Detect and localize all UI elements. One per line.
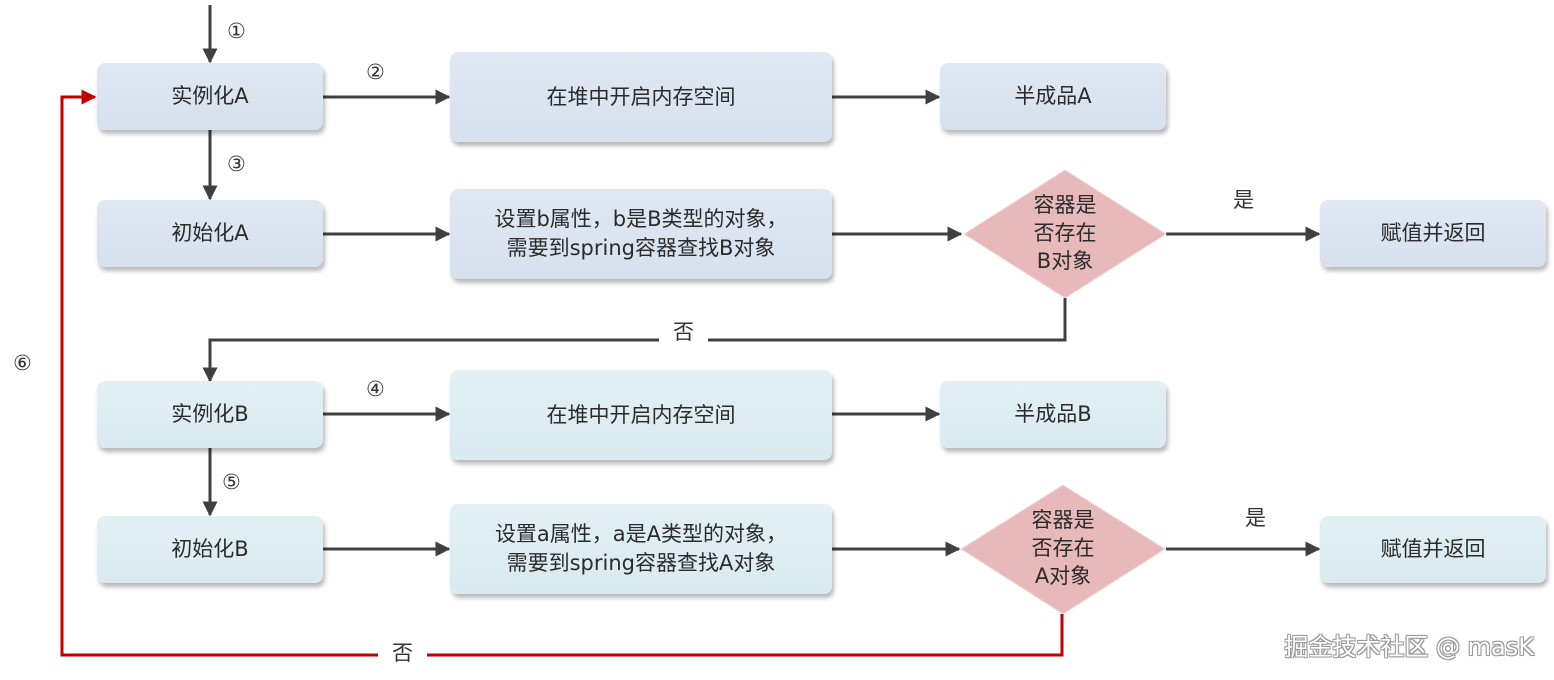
heap-b-box: 在堆中开启内存空间: [450, 370, 832, 460]
init-a-label: 初始化A: [171, 221, 249, 245]
set-b-property-text: 设置b属性，b是B类型的对象， 需要到spring容器查找B对象: [494, 205, 787, 263]
watermark: 掘金技术社区 @ masK: [1284, 633, 1534, 661]
half-b-label: 半成品B: [1014, 402, 1092, 426]
set-b-property-box: 设置b属性，b是B类型的对象， 需要到spring容器查找B对象: [450, 189, 832, 279]
init-a-box: 初始化A: [97, 200, 323, 267]
instantiate-b-label: 实例化B: [171, 402, 249, 426]
result-a-label: 赋值并返回: [1380, 221, 1486, 245]
set-a-property-line-2: 需要到spring容器查找A对象: [506, 551, 776, 575]
decision-b-line-1: 容器是: [1031, 508, 1095, 532]
result-b-box: 赋值并返回: [1320, 516, 1546, 583]
decision-a-no-label: 否: [659, 320, 708, 344]
step-2-label: ②: [366, 60, 385, 84]
step-3-label: ③: [227, 152, 246, 176]
decision-b-no-label: 否: [378, 641, 427, 665]
decision-a-line-3: B对象: [1036, 249, 1094, 273]
decision-b-label: 容器是 否存在 A对象: [1003, 506, 1123, 590]
arrow-decision-b-no-loop: [60, 89, 1064, 657]
decision-a-line-2: 否存在: [1033, 221, 1097, 245]
decision-b-line-3: A对象: [1034, 564, 1092, 588]
half-a-label: 半成品A: [1014, 84, 1092, 108]
step-6-label: ⑥: [13, 351, 32, 375]
half-b-box: 半成品B: [940, 381, 1166, 448]
instantiate-a-label: 实例化A: [171, 84, 249, 108]
decision-a-label: 容器是 否存在 B对象: [1005, 191, 1125, 275]
step-5-label: ⑤: [222, 470, 241, 494]
decision-b-line-2: 否存在: [1031, 536, 1095, 560]
set-b-property-line-1: 设置b属性，b是B类型的对象，: [494, 207, 788, 231]
set-a-property-text: 设置a属性，a是A类型的对象， 需要到spring容器查找A对象: [495, 520, 787, 578]
set-b-property-line-2: 需要到spring容器查找B对象: [506, 236, 776, 260]
decision-b-yes-label: 是: [1245, 506, 1266, 530]
instantiate-b-box: 实例化B: [97, 381, 323, 448]
step-4-label: ④: [366, 377, 385, 401]
init-b-box: 初始化B: [97, 516, 323, 583]
result-a-box: 赋值并返回: [1320, 200, 1546, 267]
half-a-box: 半成品A: [940, 63, 1166, 130]
set-a-property-line-1: 设置a属性，a是A类型的对象，: [494, 522, 788, 546]
heap-a-label: 在堆中开启内存空间: [546, 84, 736, 109]
heap-b-label: 在堆中开启内存空间: [546, 402, 736, 427]
step-1-label: ①: [227, 19, 246, 43]
set-a-property-box: 设置a属性，a是A类型的对象， 需要到spring容器查找A对象: [450, 504, 832, 594]
instantiate-a-box: 实例化A: [97, 63, 323, 130]
result-b-label: 赋值并返回: [1380, 537, 1486, 561]
heap-a-box: 在堆中开启内存空间: [450, 52, 832, 142]
decision-a-yes-label: 是: [1233, 188, 1254, 212]
decision-a-line-1: 容器是: [1033, 193, 1097, 217]
arrow-decision-a-no: [202, 298, 1067, 383]
init-b-label: 初始化B: [171, 537, 249, 561]
